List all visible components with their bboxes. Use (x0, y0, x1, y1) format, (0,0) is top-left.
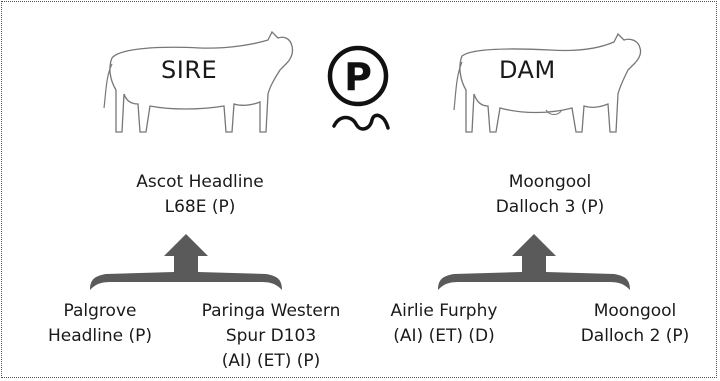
dam-parent-2-line1: Moongool (593, 301, 677, 321)
polled-symbol-icon: P (327, 45, 390, 131)
sire-name-line1: Ascot Headline (136, 172, 264, 192)
poll-letter: P (344, 55, 372, 99)
sire-parent-2: Paringa Western Spur D103 (AI) (ET) (P) (196, 299, 346, 374)
dam-parent-1-line2: (AI) (ET) (D) (393, 326, 495, 346)
sire-parent-1: Palgrove Headline (P) (40, 299, 160, 349)
sire-parent-1-line2: Headline (P) (47, 326, 153, 346)
sire-parent-2-line3: (AI) (ET) (P) (221, 351, 321, 371)
sire-parent-2-line1: Paringa Western (201, 301, 341, 321)
sire-parent-1-line1: Palgrove (63, 301, 137, 321)
sire-name: Ascot Headline L68E (P) (110, 170, 290, 220)
sire-pedigree-arrow (90, 234, 282, 290)
dam-cow-icon (453, 32, 642, 133)
sire-parent-2-line2: Spur D103 (225, 326, 317, 346)
sire-name-line2: L68E (P) (164, 197, 236, 217)
dam-name-line1: Moongool (508, 172, 592, 192)
dam-parent-2: Moongool Dalloch 2 (P) (570, 299, 700, 349)
dam-name-line2: Dalloch 3 (P) (495, 197, 605, 217)
dam-name: Moongool Dalloch 3 (P) (460, 170, 640, 220)
dam-pedigree-arrow (438, 234, 630, 290)
dam-parent-1: Airlie Furphy (AI) (ET) (D) (374, 299, 514, 349)
dam-parent-1-line1: Airlie Furphy (390, 301, 498, 321)
sire-cow-icon (103, 30, 294, 133)
dam-parent-2-line2: Dalloch 2 (P) (580, 326, 690, 346)
dam-role-label: DAM (499, 56, 556, 84)
sire-role-label: SIRE (161, 56, 218, 84)
